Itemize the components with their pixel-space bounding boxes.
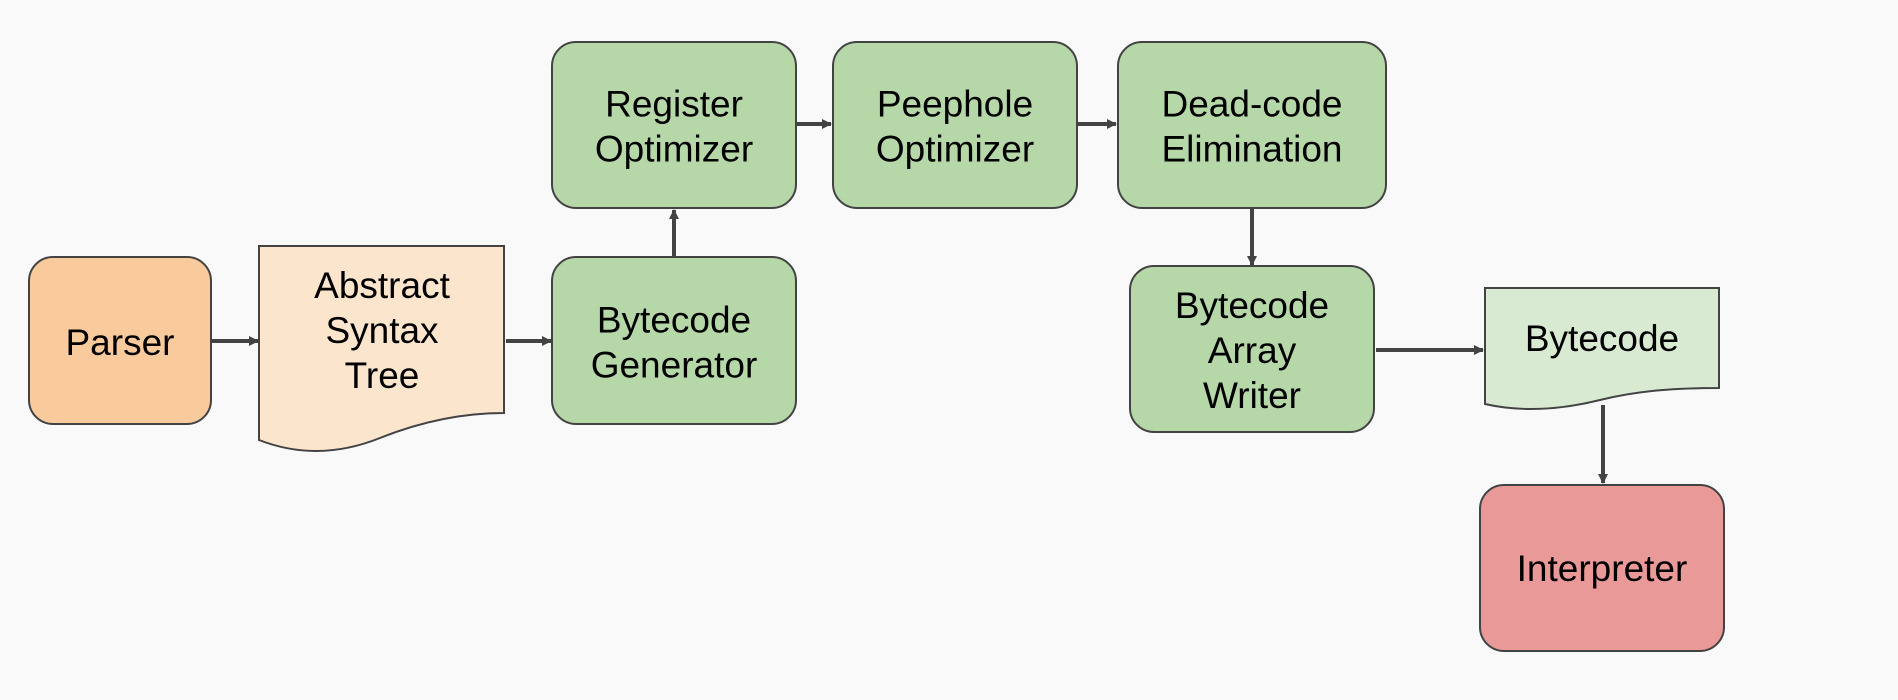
bytecode-array-writer-box xyxy=(1129,265,1375,433)
dead-code-elimination-box xyxy=(1117,41,1387,209)
label-line: Tree xyxy=(345,355,420,396)
label-line: Peephole xyxy=(877,84,1033,125)
interpreter-box xyxy=(1479,484,1725,652)
label-line: Syntax xyxy=(325,310,439,351)
node-bytecode: Bytecode xyxy=(1484,287,1720,410)
label-line: Optimizer xyxy=(595,129,753,170)
parser-box xyxy=(28,256,212,425)
node-interpreter: Interpreter xyxy=(1479,484,1725,652)
label-line: Writer xyxy=(1203,375,1301,416)
parser-label: Parser xyxy=(66,322,175,363)
interpreter-label: Interpreter xyxy=(1517,548,1688,589)
label-line: Register xyxy=(605,84,743,125)
node-parser: Parser xyxy=(28,256,212,425)
label-line: Dead-code xyxy=(1161,84,1342,125)
label-line: Array xyxy=(1208,330,1297,371)
label-line: Parser xyxy=(66,322,175,363)
label-line: Abstract xyxy=(314,265,450,306)
label-line: Bytecode xyxy=(1525,318,1679,359)
register-optimizer-box xyxy=(551,41,797,209)
label-line: Bytecode xyxy=(1175,285,1329,326)
edges xyxy=(212,119,1608,484)
bytecode-document-shape xyxy=(1484,287,1720,410)
label-line: Elimination xyxy=(1162,129,1343,170)
label-line: Optimizer xyxy=(876,129,1034,170)
label-line: Bytecode xyxy=(597,300,751,341)
abstract-syntax-tree-document-shape xyxy=(258,245,505,452)
peephole-optimizer-box xyxy=(832,41,1078,209)
bytecode-generator-box xyxy=(551,256,797,425)
bytecode-label: Bytecode xyxy=(1525,318,1679,359)
label-line: Generator xyxy=(591,345,758,386)
label-line: Interpreter xyxy=(1517,548,1688,589)
